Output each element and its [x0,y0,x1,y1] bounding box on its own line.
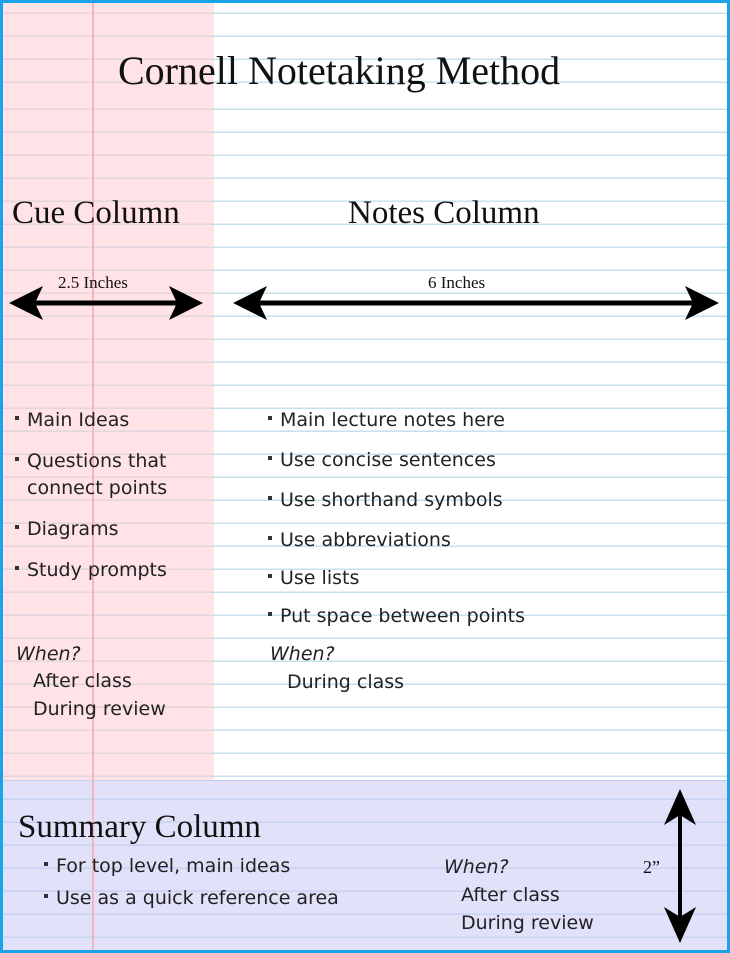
summary-when-label: When? [444,856,509,878]
cue-column-heading: Cue Column [12,195,180,231]
notes-items-list: Main lecture notes here Use concise sent… [267,407,707,630]
summary-when-item: During review [461,912,594,934]
list-item: Use lists [267,565,707,592]
list-item: Main Ideas [14,407,214,434]
list-item: Use shorthand symbols [267,487,707,514]
summary-column-heading: Summary Column [18,809,261,845]
margin-line [92,3,94,950]
summary-height-label: 2” [643,857,660,877]
cue-when-item: During review [33,698,166,720]
cue-when-item: After class [33,670,132,692]
dimension-arrows [9,286,719,943]
cue-width-arrow-icon [9,286,203,320]
cue-width-label: 2.5 Inches [58,273,128,292]
summary-column-area [3,780,727,950]
notes-column-heading: Notes Column [348,195,540,231]
summary-items-list: For top level, main ideas Use as a quick… [43,853,423,912]
notes-width-arrow-icon [233,286,719,320]
list-item: Use abbreviations [267,527,707,554]
notes-width-label: 6 Inches [428,273,486,292]
summary-height-arrow-icon [664,789,696,943]
list-item: Use concise sentences [267,447,707,474]
cue-when-label: When? [16,643,81,665]
list-item: Use as a quick reference area [43,885,423,912]
notes-when-label: When? [270,643,335,665]
list-item: Main lecture notes here [267,407,707,434]
summary-when-item: After class [461,884,560,906]
list-item: For top level, main ideas [43,853,423,880]
list-item: Diagrams [14,516,214,543]
page-title: Cornell Notetaking Method [118,48,561,93]
cue-column-area [3,3,214,780]
notes-when-item: During class [287,671,405,693]
list-item: Questions that connect points [14,448,197,502]
list-item: Study prompts [14,557,214,584]
cue-items-list: Main Ideas Questions that connect points… [14,407,214,584]
notebook-page: Cornell Notetaking Method Cue Column Not… [3,3,727,950]
list-item: Put space between points [267,603,707,630]
